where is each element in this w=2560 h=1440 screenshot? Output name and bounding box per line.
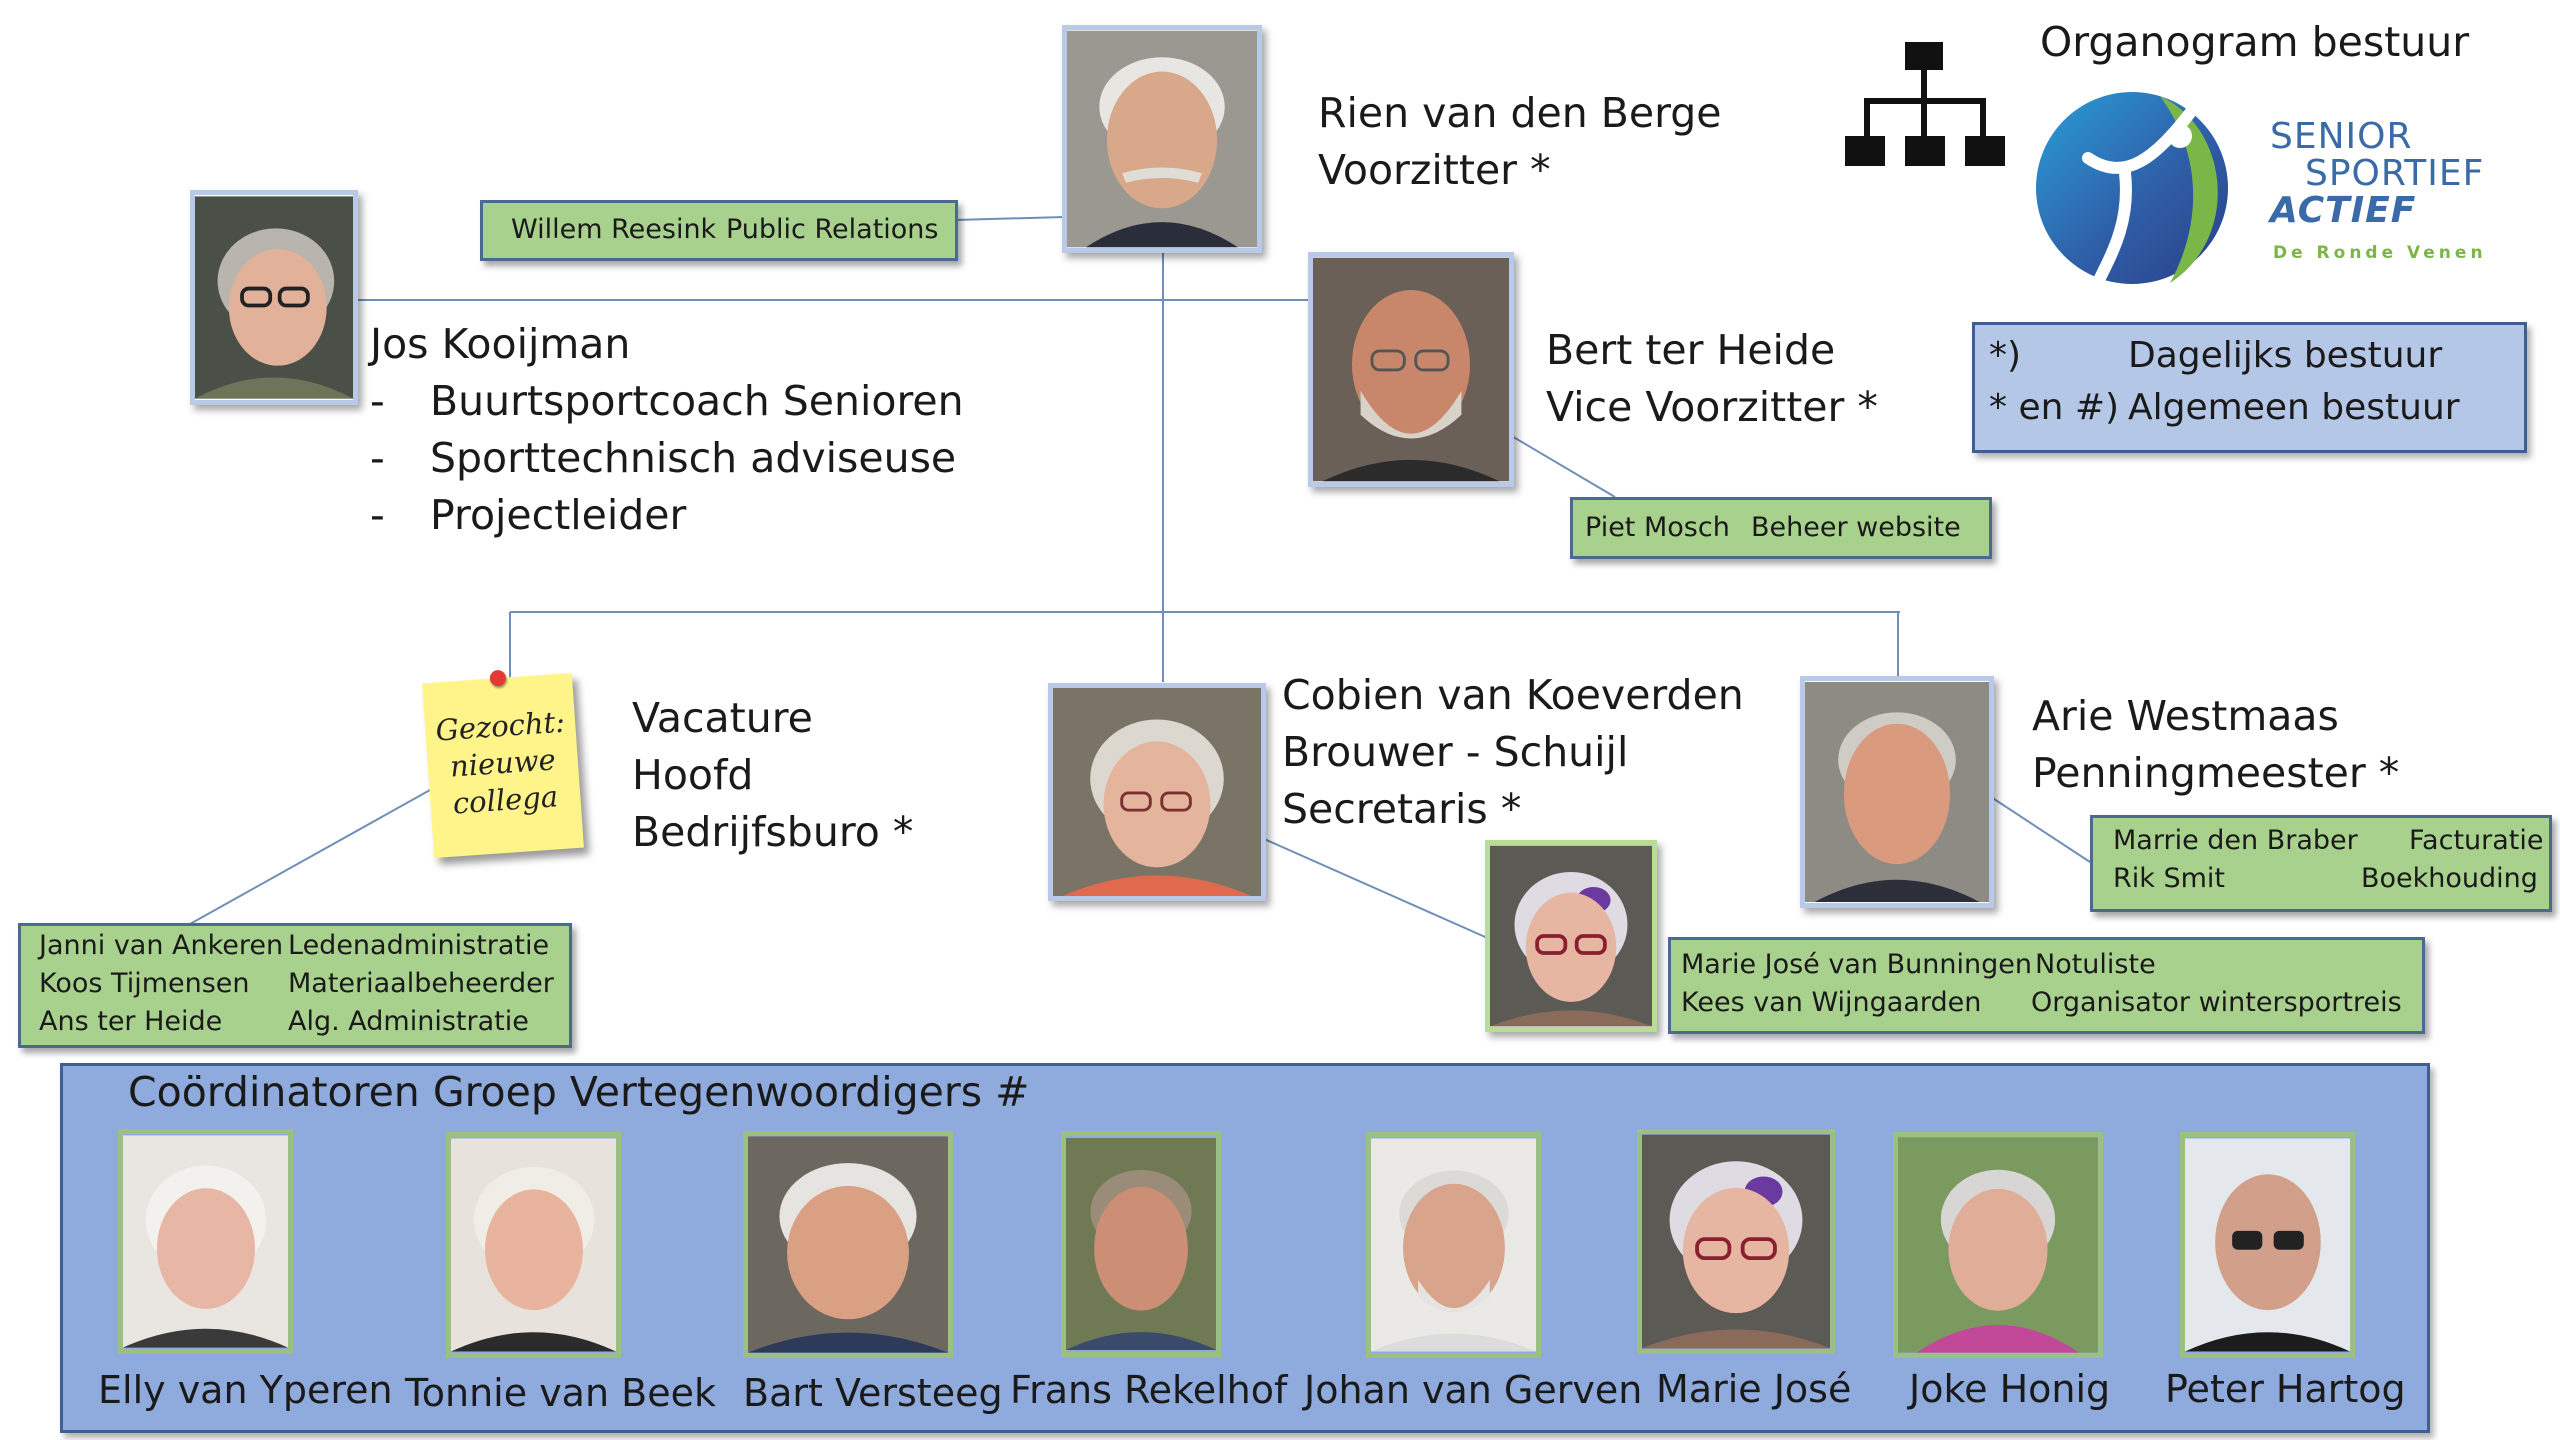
- secretary-photo: [1048, 683, 1266, 901]
- bureau-name-2: Koos Tijmensen: [39, 968, 250, 999]
- senior-sportief-actief-logo: SENIOR SPORTIEF ACTIEF De Ronde Venen: [2030, 88, 2530, 288]
- page-title: Organogram bestuur: [2040, 18, 2470, 66]
- logo-line4: De Ronde Venen: [2273, 243, 2487, 263]
- bureau-task-3: Alg. Administratie: [288, 1006, 529, 1037]
- pr-name: Willem Reesink: [511, 214, 717, 245]
- logo-line3: ACTIEF: [2270, 190, 2417, 231]
- chair-photo: [1062, 25, 1262, 253]
- coordinator-photo: [446, 1132, 621, 1358]
- treasurer-box-task-2: Boekhouding: [2361, 863, 2538, 894]
- secretary-line-1: Cobien van Koeverden: [1282, 671, 1744, 719]
- secretary-box-task-2: Organisator wintersportreis: [2031, 987, 2402, 1018]
- web-box: Piet Mosch Beheer website: [1570, 497, 1992, 559]
- coordinator-name: Marie José: [1656, 1367, 1852, 1411]
- jos-task-3: Projectleider: [430, 491, 687, 539]
- bureau-name-3: Ans ter Heide: [39, 1006, 223, 1037]
- treasurer-box-name-1: Marrie den Braber: [2113, 825, 2358, 856]
- vice-name: Bert ter Heide: [1546, 326, 1836, 374]
- secretary-box-name-1: Marie José van Bunningen: [1681, 949, 2032, 980]
- treasurer-box-task-1: Facturatie: [2409, 825, 2544, 856]
- coordinators-title: Coördinatoren Groep Vertegenwoordigers #: [128, 1068, 1030, 1116]
- coordinator-name: Joke Honig: [1909, 1367, 2111, 1411]
- jos-task-1: Buurtsportcoach Senioren: [430, 377, 964, 425]
- secretary-box: Marie José van Bunningen Notuliste Kees …: [1668, 937, 2425, 1034]
- jos-bullet-1: -: [370, 377, 385, 425]
- legend-key-1: *): [1989, 335, 2022, 376]
- legend-box: *) Dagelijks bestuur * en #) Algemeen be…: [1972, 322, 2527, 453]
- vice-photo: [1308, 252, 1514, 487]
- org-chart-icon: [1845, 42, 2005, 166]
- secretary-line-3: Secretaris *: [1282, 785, 1522, 833]
- coordinator-name: Johan van Gerven: [1304, 1368, 1643, 1412]
- notuliste-photo: [1485, 840, 1657, 1032]
- coordinator-photo: [743, 1131, 953, 1358]
- coordinator-photo: [118, 1129, 293, 1354]
- secretary-line-2: Brouwer - Schuijl: [1282, 728, 1629, 776]
- logo-line2: SPORTIEF: [2305, 153, 2485, 194]
- treasurer-role: Penningmeester *: [2032, 749, 2400, 797]
- sticky-note: Gezocht: nieuwe collega: [422, 669, 584, 859]
- coordinator-name: Elly van Yperen: [98, 1368, 393, 1412]
- coordinator-name: Peter Hartog: [2165, 1367, 2406, 1411]
- coordinator-photo: [1366, 1132, 1541, 1358]
- pr-box: Willem Reesink Public Relations: [480, 200, 958, 261]
- chair-role: Voorzitter *: [1318, 146, 1551, 194]
- vice-role: Vice Voorzitter *: [1546, 383, 1878, 431]
- bureau-task-1: Ledenadministratie: [288, 930, 550, 961]
- vacancy-line-3: Bedrijfsburo *: [632, 808, 914, 856]
- coordinators-panel: Coördinatoren Groep Vertegenwoordigers #…: [60, 1063, 2430, 1433]
- treasurer-box-name-2: Rik Smit: [2113, 863, 2226, 894]
- secretary-box-name-2: Kees van Wijngaarden: [1681, 987, 1982, 1018]
- coordinator-photo: [2180, 1132, 2355, 1358]
- treasurer-name: Arie Westmaas: [2032, 692, 2339, 740]
- bureau-box: Janni van Ankeren Ledenadministratie Koo…: [18, 923, 572, 1048]
- logo-emblem-icon: [2036, 92, 2228, 284]
- logo-line1: SENIOR: [2270, 116, 2413, 157]
- vacancy-line-1: Vacature: [632, 694, 813, 742]
- treasurer-box: Marrie den Braber Facturatie Rik Smit Bo…: [2090, 815, 2552, 912]
- bureau-name-1: Janni van Ankeren: [39, 930, 284, 961]
- pr-task: Public Relations: [726, 214, 939, 245]
- web-task: Beheer website: [1751, 512, 1961, 543]
- coordinator-name: Bart Versteeg: [743, 1371, 1003, 1415]
- web-name: Piet Mosch: [1585, 512, 1730, 543]
- coordinator-name: Tonnie van Beek: [405, 1371, 716, 1415]
- jos-name: Jos Kooijman: [370, 320, 631, 368]
- legend-value-2: Algemeen bestuur: [2128, 387, 2460, 428]
- chair-name: Rien van den Berge: [1318, 89, 1722, 137]
- jos-photo: [190, 190, 358, 405]
- coordinator-photo: [1893, 1132, 2103, 1358]
- coordinator-photo: [1637, 1129, 1835, 1354]
- jos-task-2: Sporttechnisch adviseuse: [430, 434, 957, 482]
- treasurer-photo: [1800, 676, 1994, 908]
- secretary-box-task-1: Notuliste: [2035, 949, 2156, 980]
- jos-bullet-2: -: [370, 434, 385, 482]
- jos-bullet-3: -: [370, 491, 385, 539]
- coordinator-photo: [1061, 1131, 1221, 1357]
- legend-key-2: * en #): [1989, 387, 2120, 428]
- bureau-task-2: Materiaalbeheerder: [288, 968, 554, 999]
- coordinator-name: Frans Rekelhof: [1010, 1368, 1288, 1412]
- pushpin-icon: [489, 669, 507, 687]
- vacancy-line-2: Hoofd: [632, 751, 754, 799]
- legend-value-1: Dagelijks bestuur: [2128, 335, 2443, 376]
